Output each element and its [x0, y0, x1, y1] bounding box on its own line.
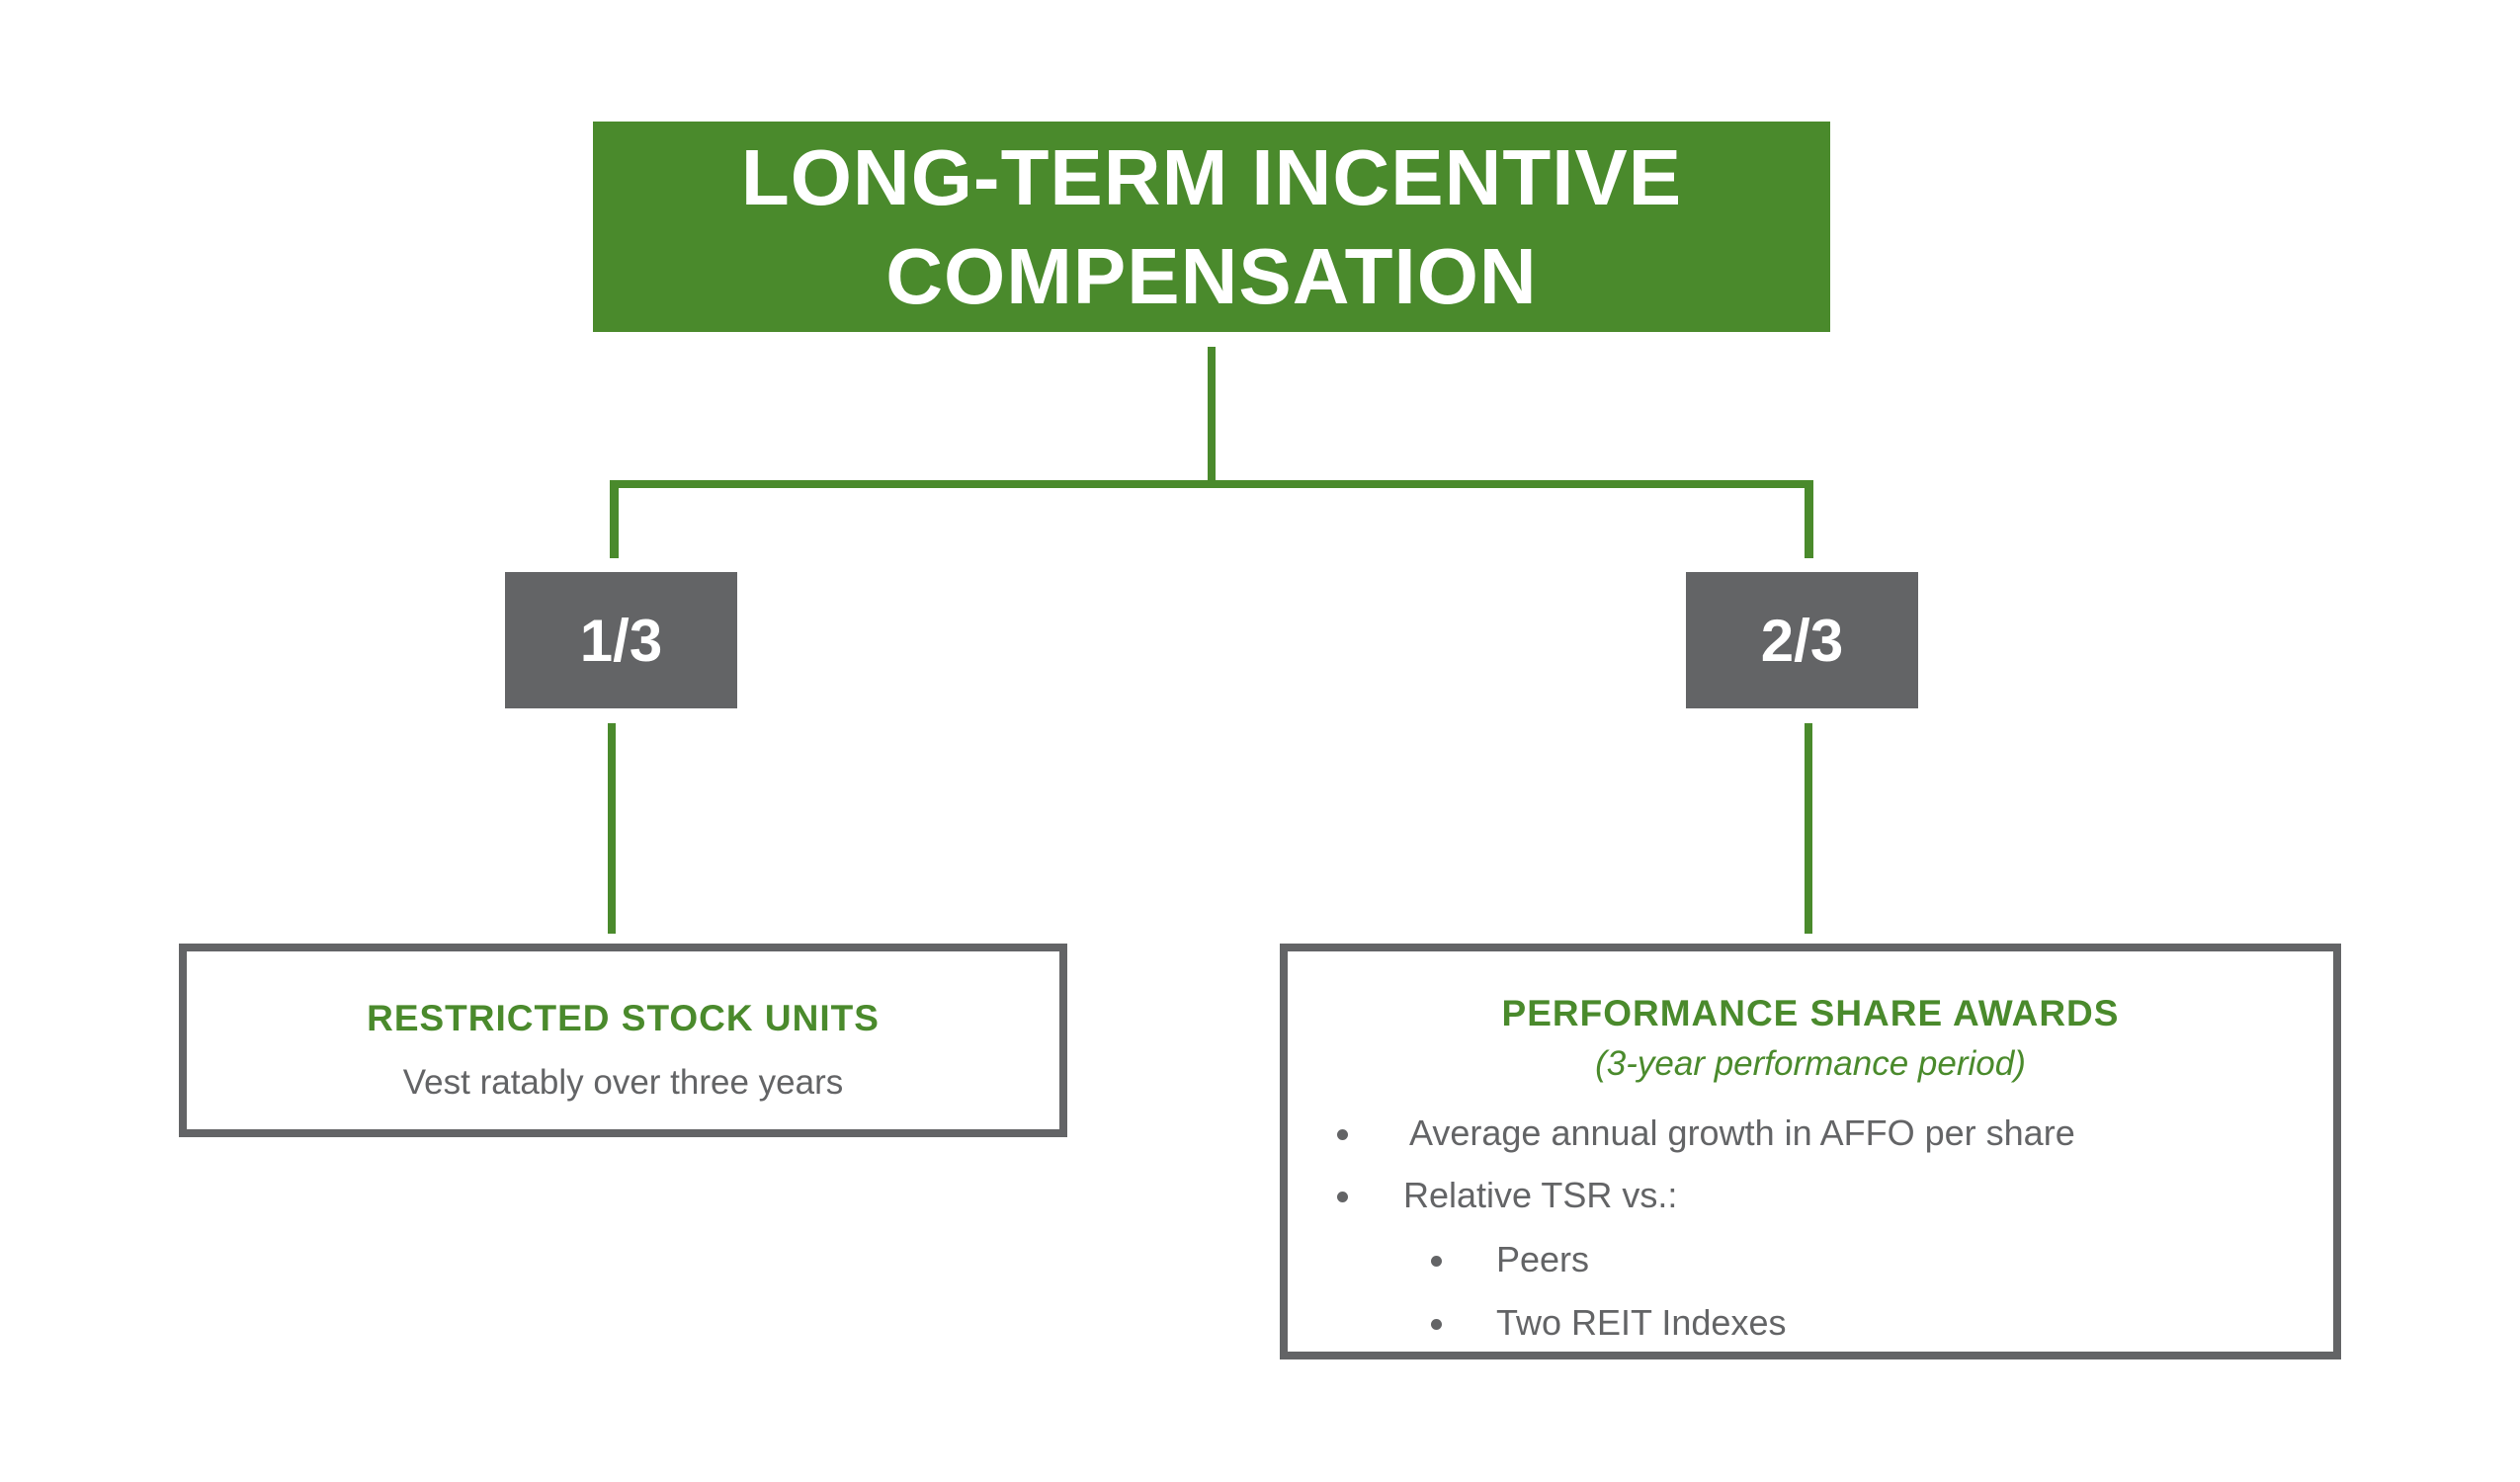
- list-item-text: Peers: [1496, 1239, 1590, 1279]
- leaf-description: Vest ratably over three years: [402, 1063, 844, 1102]
- list-item-text: Relative TSR vs.:: [1403, 1175, 1678, 1215]
- fraction-node-one-third: 1/3: [505, 572, 737, 708]
- connector-left-drop: [610, 480, 619, 558]
- bullet-icon: [1431, 1256, 1442, 1267]
- bullet-icon: [1337, 1129, 1348, 1140]
- fraction-node-two-thirds: 2/3: [1686, 572, 1918, 708]
- leaf-node-restricted-stock-units: RESTRICTED STOCK UNITS Vest ratably over…: [179, 944, 1067, 1137]
- root-title-line-2: COMPENSATION: [885, 231, 1538, 320]
- connector-root-stem: [1208, 347, 1216, 488]
- list-item-text: Average annual growth in AFFO per share: [1409, 1112, 2075, 1153]
- bullet-icon: [1337, 1192, 1348, 1202]
- connector-horizontal-split: [610, 480, 1813, 488]
- fraction-label: 2/3: [1760, 607, 1844, 674]
- fraction-label: 1/3: [579, 607, 663, 674]
- root-node-long-term-incentive-compensation: LONG-TERM INCENTIVE COMPENSATION: [593, 122, 1830, 332]
- leaf-node-performance-share-awards: PERFORMANCE SHARE AWARDS (3-year perform…: [1280, 944, 2341, 1359]
- root-title-line-1: LONG-TERM INCENTIVE: [740, 132, 1683, 221]
- bullet-icon: [1431, 1319, 1442, 1330]
- leaf-title: RESTRICTED STOCK UNITS: [367, 998, 880, 1038]
- list-item-text: Two REIT Indexes: [1496, 1302, 1787, 1343]
- leaf-subtitle: (3-year performance period): [1595, 1044, 2026, 1083]
- connector-right-lower: [1805, 723, 1812, 934]
- leaf-title: PERFORMANCE SHARE AWARDS: [1501, 993, 2120, 1033]
- connector-right-drop: [1805, 480, 1813, 558]
- connector-left-lower: [608, 723, 616, 934]
